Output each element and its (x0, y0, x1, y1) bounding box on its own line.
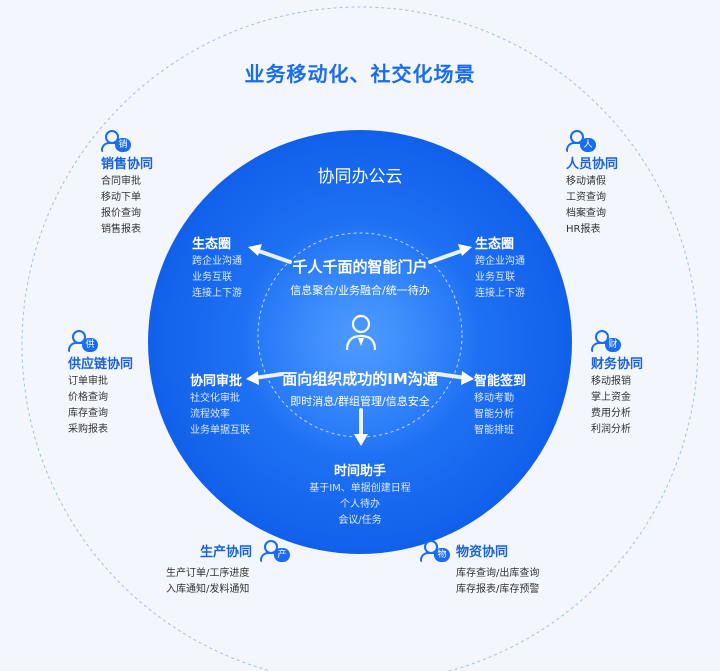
inner-group-assistant: 时间助手 基于IM、单据创建日程 个人待办 会议/任务 (280, 463, 440, 529)
inner-group-signin: 智能签到 移动考勤 智能分析 智能排班 (474, 373, 526, 439)
badge-icon: 供 (68, 330, 98, 352)
group-item: 生产订单/工序进度 (166, 568, 250, 579)
badge-label: 销 (115, 138, 131, 152)
badge-icon: 人 (566, 130, 596, 152)
badge-label: 人 (580, 138, 596, 152)
arrow-top-right (428, 248, 466, 264)
core-title: 协同办公云 (317, 167, 403, 187)
portal-subtitle: 信息聚合/业务融合/统一待办 (290, 284, 430, 297)
group-title: 生态圈 (192, 237, 232, 252)
badge-icon: 财 (591, 330, 621, 352)
group-item: 业务互联 (475, 272, 515, 283)
group-item: 利润分析 (591, 424, 631, 435)
im-title: 面向组织成功的IM沟通 (282, 370, 438, 388)
outer-group-finance: 财 财务协同 移动报销 掌上资金 费用分析 利润分析 (591, 330, 643, 438)
group-item: 库存报表/库存预警 (456, 584, 540, 595)
group-item: 档案查询 (566, 208, 606, 219)
group-item: 会议/任务 (338, 515, 382, 526)
im-subtitle: 即时消息/群组管理/信息安全 (290, 395, 430, 408)
group-item: 个人待办 (340, 499, 380, 510)
group-item: 跨企业沟通 (475, 256, 525, 267)
badge-icon: 产 (260, 540, 290, 562)
group-item: 业务互联 (192, 272, 232, 283)
group-item: 移动报销 (591, 376, 631, 387)
person-icon (345, 314, 377, 351)
portal-title: 千人千面的智能门户 (292, 258, 428, 276)
group-title: 物资协同 (456, 545, 509, 560)
group-item: 移动考勤 (474, 393, 514, 404)
group-item: 报价查询 (101, 208, 141, 219)
inner-ring (257, 232, 463, 438)
diagram-title: 业务移动化、社交化场景 (244, 62, 476, 86)
outer-group-personnel: 人 人员协同 移动请假 工资查询 档案查询 HR报表 (566, 130, 618, 238)
badge-label: 财 (605, 338, 621, 352)
arrow-top-right-head (458, 244, 472, 256)
badge-label: 物 (434, 548, 450, 562)
group-item: 价格查询 (68, 392, 108, 403)
outer-ring (21, 6, 699, 671)
group-item: 库存查询 (68, 408, 108, 419)
badge-label: 产 (274, 548, 290, 562)
group-item: 入库通知/发料通知 (166, 584, 250, 595)
group-item: 连接上下游 (192, 288, 242, 299)
arrow-right-head (461, 371, 474, 385)
group-item: 合同审批 (101, 176, 141, 187)
group-item: 采购报表 (68, 424, 108, 435)
group-item: 库存查询/出库查询 (456, 568, 540, 579)
arrow-top-left (254, 248, 292, 264)
arrow-down-head (354, 434, 368, 446)
badge-icon: 销 (101, 130, 131, 152)
group-title: 人员协同 (566, 157, 619, 172)
group-item: 智能分析 (474, 409, 514, 420)
group-item: 移动请假 (566, 176, 606, 187)
outer-group-sales: 销 销售协同 合同审批 移动下单 报价查询 销售报表 (101, 130, 153, 238)
group-item: 社交化审批 (190, 393, 240, 404)
group-title: 销售协同 (101, 157, 154, 172)
outer-group-production: 生产协同 产 生产订单/工序进度 入库通知/发料通知 (152, 540, 292, 598)
inner-group-eco-right: 生态圈 跨企业沟通 业务互联 连接上下游 (475, 236, 525, 302)
badge-label: 供 (82, 338, 98, 352)
group-title: 财务协同 (591, 357, 644, 372)
group-title: 供应链协同 (68, 357, 134, 372)
group-title: 智能签到 (474, 374, 527, 389)
outer-group-materials: 物 物资协同 库存查询/出库查询 库存报表/库存预警 (420, 540, 560, 598)
group-item: 费用分析 (591, 408, 631, 419)
group-item: 掌上资金 (591, 392, 631, 403)
group-item: HR报表 (566, 224, 601, 235)
group-item: 基于IM、单据创建日程 (309, 483, 411, 494)
group-title: 生产协同 (200, 545, 253, 560)
inner-group-eco-left: 生态圈 跨企业沟通 业务互联 连接上下游 (192, 236, 242, 302)
outer-group-supply: 供 供应链协同 订单审批 价格查询 库存查询 采购报表 (68, 330, 133, 438)
group-item: 订单审批 (68, 376, 108, 387)
group-title: 时间助手 (333, 464, 386, 479)
arrow-top-left-head (248, 244, 262, 256)
group-item: 跨企业沟通 (192, 256, 242, 267)
group-item: 移动下单 (101, 192, 141, 203)
group-item: 流程效率 (190, 409, 230, 420)
badge-icon: 物 (420, 540, 450, 562)
group-title: 生态圈 (475, 237, 515, 252)
arrow-right (436, 372, 468, 380)
inner-group-approval: 协同审批 社交化审批 流程效率 业务单据互联 (190, 373, 250, 439)
group-title: 协同审批 (190, 374, 243, 389)
group-item: 销售报表 (101, 224, 141, 235)
group-item: 连接上下游 (475, 288, 525, 299)
arrow-left-head (246, 371, 259, 385)
group-item: 业务单据互联 (190, 425, 250, 436)
group-item: 工资查询 (566, 192, 606, 203)
group-item: 智能排班 (474, 425, 514, 436)
arrow-left (252, 372, 284, 380)
